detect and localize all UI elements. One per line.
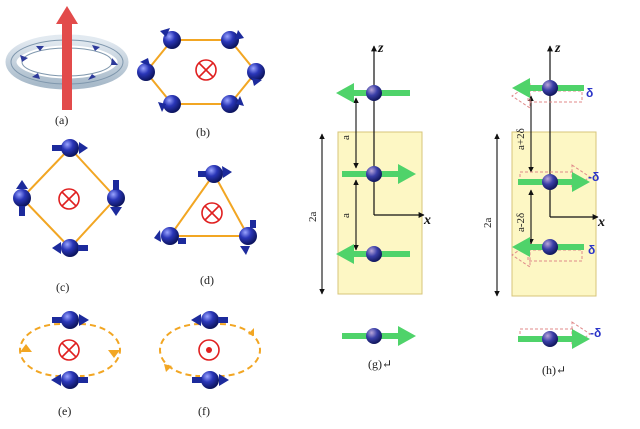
spin-atom — [342, 326, 416, 346]
panel-b: (b) — [137, 28, 265, 139]
spin-atom — [239, 220, 257, 255]
axis-x-label: x — [597, 215, 605, 230]
spin-atom: -δ — [518, 321, 601, 349]
spin-atom — [191, 311, 228, 329]
toroid-moment-arrow — [56, 6, 78, 110]
panel-h: z x 2a a+2δ a-2δ δ -δ — [482, 41, 605, 377]
spacing-label-top: a — [340, 135, 352, 140]
circle-cross-icon — [195, 59, 217, 81]
unit-cell — [337, 131, 423, 295]
spin-atom — [107, 180, 125, 216]
spin-atom — [51, 371, 88, 389]
displacement-label: δ — [588, 243, 595, 257]
unit-cell — [511, 131, 597, 297]
panel-d: (d) — [154, 165, 257, 287]
axis-x-label: x — [423, 213, 431, 228]
spin-atom — [198, 165, 232, 183]
panel-f: (f) — [159, 311, 261, 418]
caption-d: (d) — [200, 273, 214, 287]
displacement-label: -δ — [588, 170, 599, 184]
spin-atom — [221, 30, 244, 49]
displacement-label: δ — [586, 86, 593, 100]
spin-atom — [52, 139, 88, 157]
spacing-label-bottom: a — [340, 213, 352, 218]
panel-c: (c) — [13, 139, 125, 294]
spin-atom — [52, 239, 88, 257]
spin-atom — [137, 58, 155, 81]
caption-g: (g)↵ — [368, 357, 392, 371]
circle-cross-icon — [58, 339, 80, 361]
spin-atom: δ — [511, 78, 593, 109]
spin-atom — [160, 28, 181, 49]
spin-atom — [336, 244, 410, 264]
spin-atom — [221, 95, 244, 113]
spin-atom — [158, 95, 181, 113]
circle-cross-icon — [58, 188, 80, 210]
spin-atom — [342, 164, 416, 184]
caption-b: (b) — [196, 125, 210, 139]
spin-atom: δ — [511, 237, 595, 268]
spacing-label-bottom: a-2δ — [515, 213, 527, 232]
caption-e: (e) — [58, 404, 71, 418]
cell-length-label: 2a — [307, 212, 319, 223]
displacement-label: -δ — [590, 326, 601, 340]
spin-atom: -δ — [518, 164, 599, 192]
caption-c: (c) — [56, 280, 69, 294]
circle-cross-icon — [201, 202, 223, 224]
circle-dot-icon — [198, 339, 220, 361]
panel-g: z x 2a a a (g)↵ — [307, 41, 431, 371]
spin-atom — [247, 63, 265, 86]
spin-atom — [52, 311, 89, 329]
spin-atom — [336, 83, 410, 103]
spin-atom — [192, 371, 229, 389]
spin-atom — [13, 180, 31, 216]
caption-h: (h)↵ — [542, 363, 566, 377]
caption-f: (f) — [198, 404, 210, 418]
panel-e: (e) — [19, 311, 121, 418]
cell-length-label: 2a — [482, 218, 494, 229]
caption-a: (a) — [55, 113, 68, 127]
spacing-label-top: a+2δ — [515, 128, 527, 150]
axis-z-label: z — [377, 41, 384, 56]
panel-a: (a) — [5, 6, 129, 127]
spin-atom — [154, 227, 186, 245]
axis-z-label: z — [554, 41, 561, 56]
